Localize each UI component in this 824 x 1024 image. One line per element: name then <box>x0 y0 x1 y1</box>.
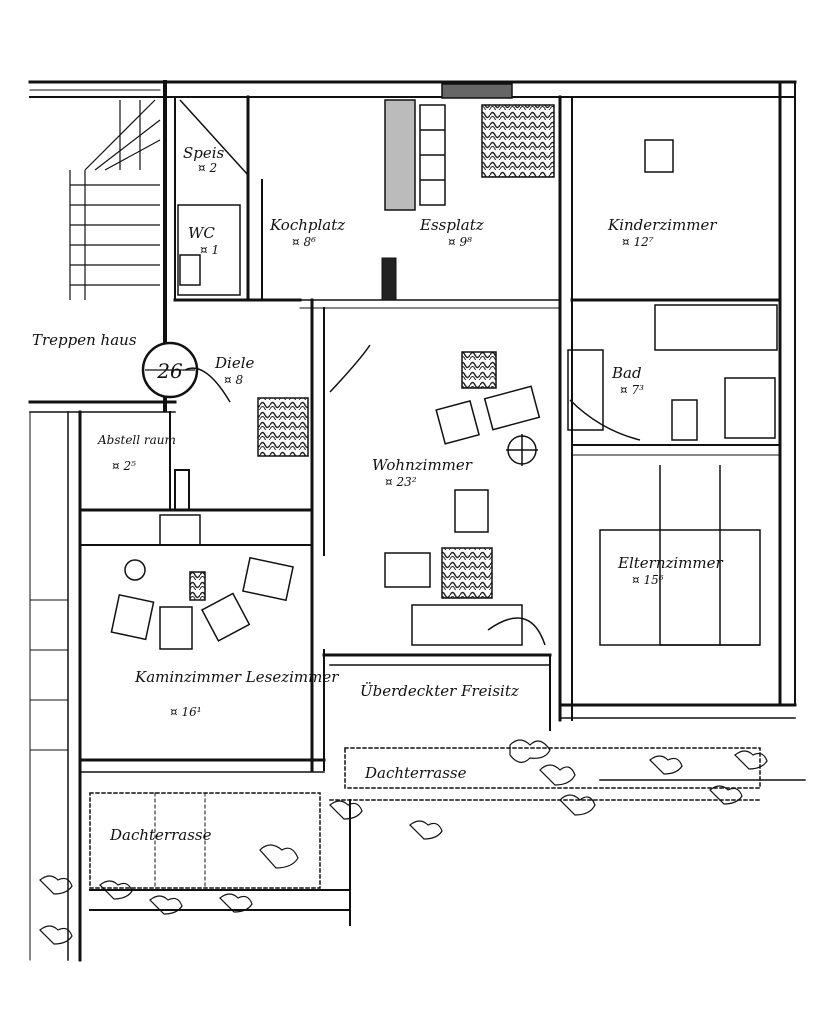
room-labels: Speis ¤ 2 WC ¤ 1 Kochplatz ¤ 8⁶ Essplatz… <box>32 144 724 844</box>
walls <box>28 80 806 962</box>
stairs <box>69 99 161 300</box>
room-bad-area: ¤ 7³ <box>620 383 644 397</box>
stair-number: 26 <box>156 359 183 383</box>
furniture <box>110 83 778 650</box>
room-speis-name: Speis <box>183 144 225 162</box>
room-speis-area: ¤ 2 <box>198 161 217 175</box>
room-essplatz-name: Essplatz <box>419 216 484 234</box>
room-diele-name: Diele <box>214 354 254 372</box>
room-dachterrasse-right-name: Dachterrasse <box>364 764 467 782</box>
room-elternzimmer-name: Elternzimmer <box>617 554 724 572</box>
room-freisitz-name: Überdeckter Freisitz <box>360 682 519 700</box>
room-kaminzimmer-area: ¤ 16¹ <box>170 705 202 719</box>
room-kochplatz-name: Kochplatz <box>269 216 345 234</box>
room-dachterrasse-left-name: Dachterrasse <box>109 826 212 844</box>
room-kinderzimmer-name: Kinderzimmer <box>607 216 717 234</box>
plants <box>39 739 768 945</box>
room-diele-area: ¤ 8 <box>224 373 243 387</box>
stair-number-marker: 26 <box>141 341 199 399</box>
room-wc-area: ¤ 1 <box>200 243 219 257</box>
room-treppenhaus-name: Treppen haus <box>32 331 137 349</box>
room-essplatz-area: ¤ 9⁸ <box>448 235 472 249</box>
room-abstellraum-name: Abstell raum <box>97 433 176 447</box>
room-wohnzimmer-area: ¤ 23² <box>385 475 417 489</box>
room-abstellraum-area: ¤ 2⁵ <box>112 459 136 473</box>
room-elternzimmer-area: ¤ 15⁶ <box>632 573 664 587</box>
room-kaminzimmer-name: Kaminzimmer Lesezimmer <box>134 668 339 686</box>
room-wohnzimmer-name: Wohnzimmer <box>372 456 473 474</box>
room-bad-name: Bad <box>611 364 642 382</box>
room-kochplatz-area: ¤ 8⁶ <box>292 235 316 249</box>
room-wc-name: WC <box>188 224 215 242</box>
room-kinderzimmer-area: ¤ 12⁷ <box>622 235 654 249</box>
